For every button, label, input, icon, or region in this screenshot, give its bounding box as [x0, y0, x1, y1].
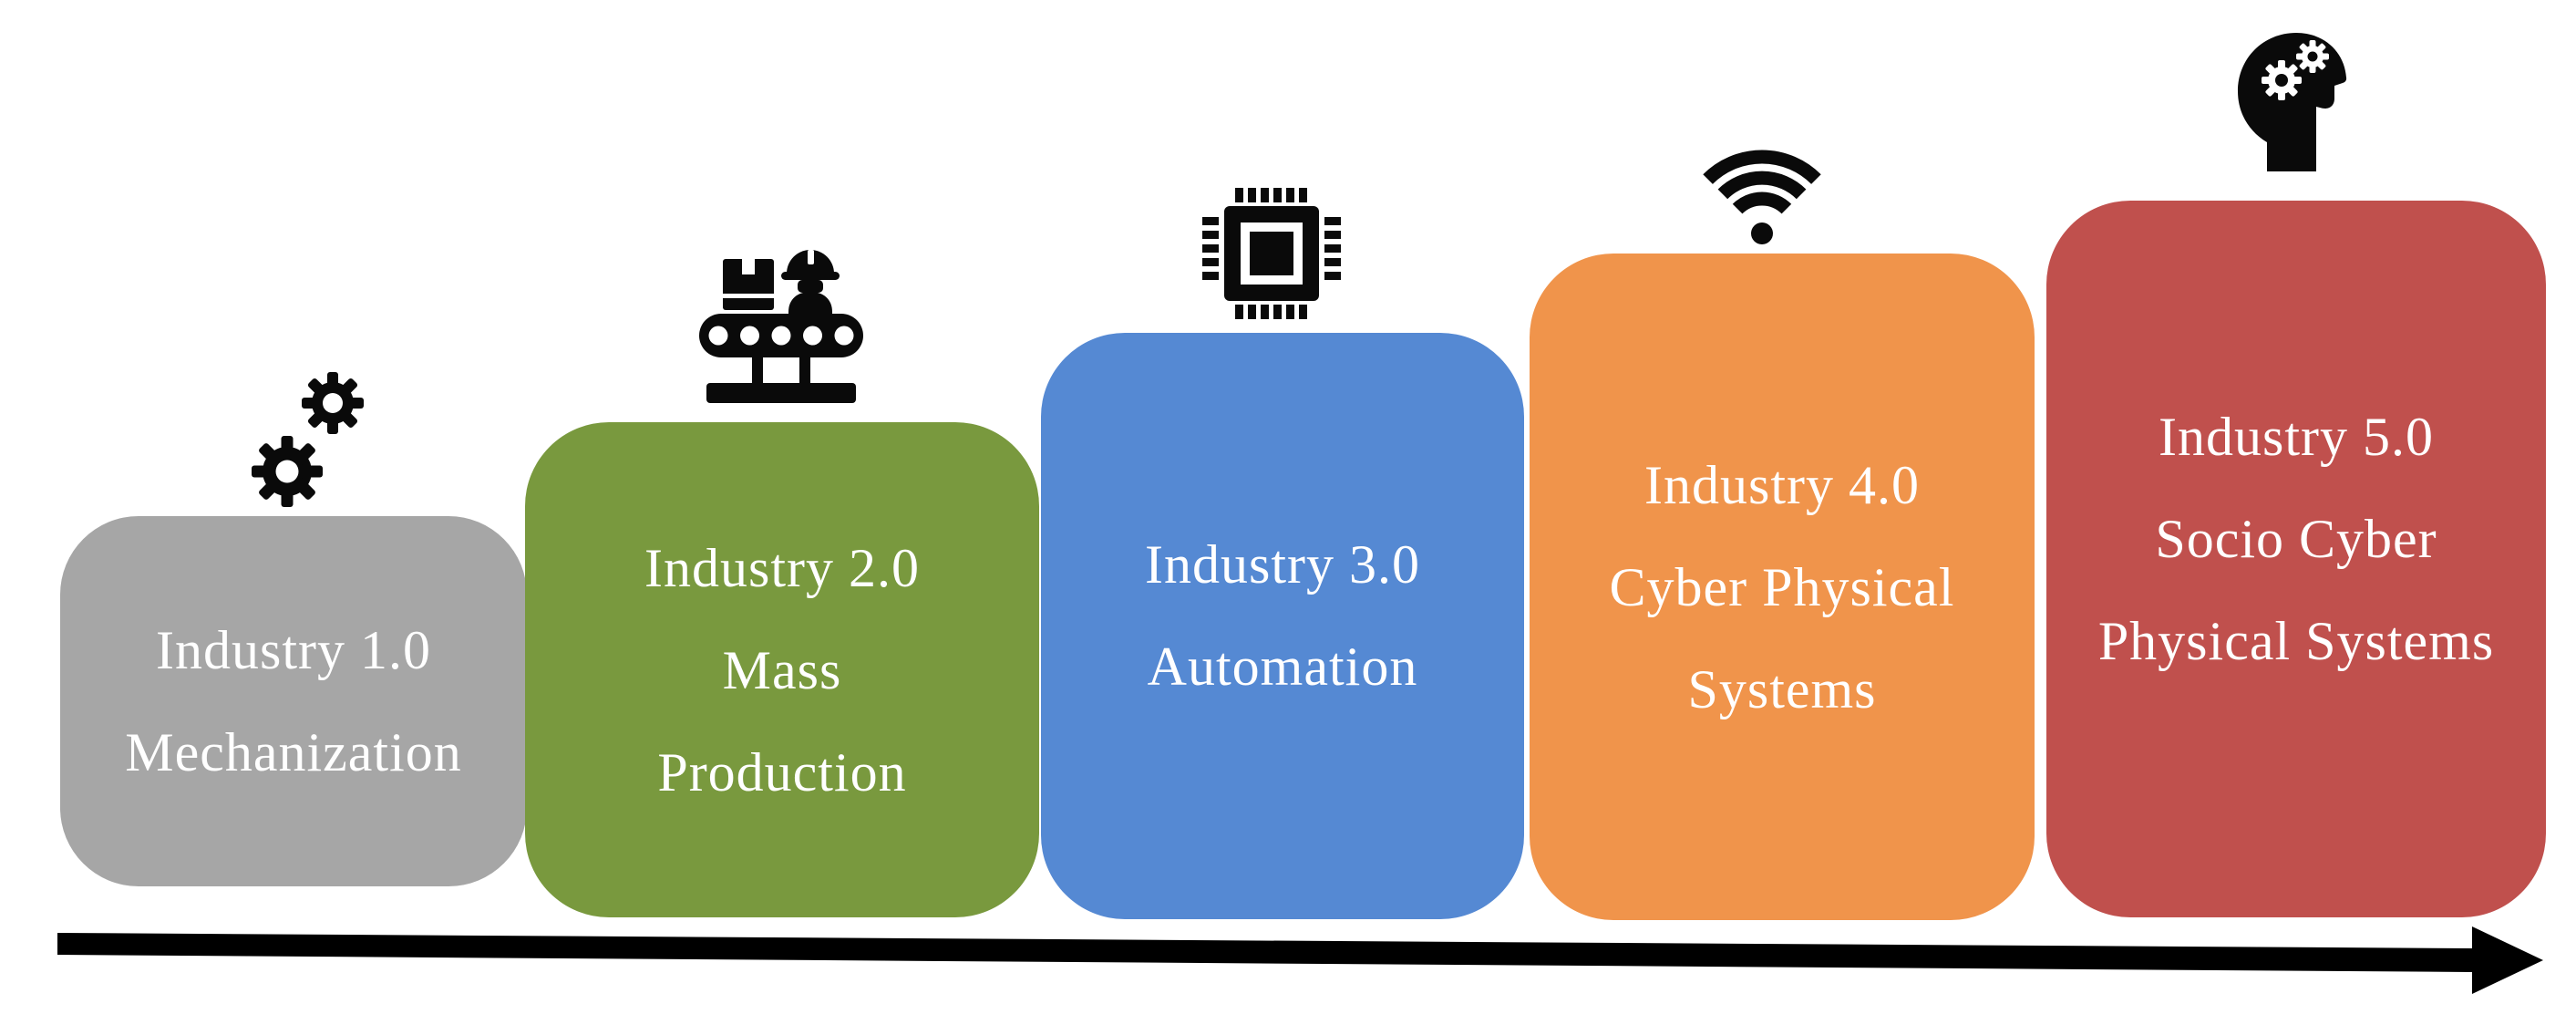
stage-1-label: Industry 1.0 Mechanization	[60, 599, 527, 803]
stage-2-line-2: Mass	[722, 639, 842, 700]
stage-2-label: Industry 2.0 Mass Production	[525, 517, 1039, 823]
wifi-arcs	[1703, 150, 1821, 214]
timeline-arrow	[57, 926, 2543, 994]
belt	[699, 314, 863, 403]
stage-box-industry-5: Industry 5.0 Socio Cyber Physical System…	[2046, 201, 2546, 917]
wifi-dot	[1751, 223, 1773, 244]
chip-body	[1224, 206, 1319, 301]
stage-2-line-1: Industry 2.0	[644, 537, 920, 598]
stage-5-line-3: Physical Systems	[2097, 611, 2495, 671]
stage-3-label: Industry 3.0 Automation	[1041, 513, 1524, 740]
stage-5-line-1: Industry 5.0	[2159, 407, 2434, 467]
stage-4-line-1: Industry 4.0	[1644, 454, 1920, 515]
brain-gear-small	[2296, 40, 2329, 73]
stage-box-industry-2: Industry 2.0 Mass Production	[525, 422, 1039, 917]
brain-gear-large	[2262, 60, 2302, 100]
worker	[781, 250, 840, 317]
stage-1-line-1: Industry 1.0	[156, 620, 431, 680]
head-silhouette	[2238, 33, 2347, 171]
gear-small	[302, 372, 364, 434]
microchip-icon	[1202, 188, 1341, 319]
stage-1-line-2: Mechanization	[125, 722, 462, 782]
gear-large	[252, 436, 323, 507]
stage-4-line-2: Cyber Physical	[1609, 556, 1955, 617]
stage-2-line-3: Production	[657, 741, 907, 802]
conveyor-worker-icon	[699, 250, 863, 403]
stage-3-line-2: Automation	[1147, 636, 1418, 697]
stage-4-label: Industry 4.0 Cyber Physical Systems	[1530, 434, 2035, 740]
stage-5-label: Industry 5.0 Socio Cyber Physical System…	[2046, 386, 2546, 732]
chip-pins	[1202, 188, 1341, 319]
stage-box-industry-4: Industry 4.0 Cyber Physical Systems	[1530, 254, 2035, 920]
stage-3-line-1: Industry 3.0	[1145, 533, 1420, 595]
package	[723, 259, 774, 310]
stage-box-industry-1: Industry 1.0 Mechanization	[60, 516, 527, 886]
stage-5-line-2: Socio Cyber	[2155, 509, 2437, 569]
gears-icon	[252, 372, 364, 507]
wifi-icon	[1703, 150, 1821, 244]
head-gears-icon	[2238, 33, 2347, 171]
stage-box-industry-3: Industry 3.0 Automation	[1041, 333, 1524, 919]
stage-4-line-3: Systems	[1687, 658, 1877, 719]
